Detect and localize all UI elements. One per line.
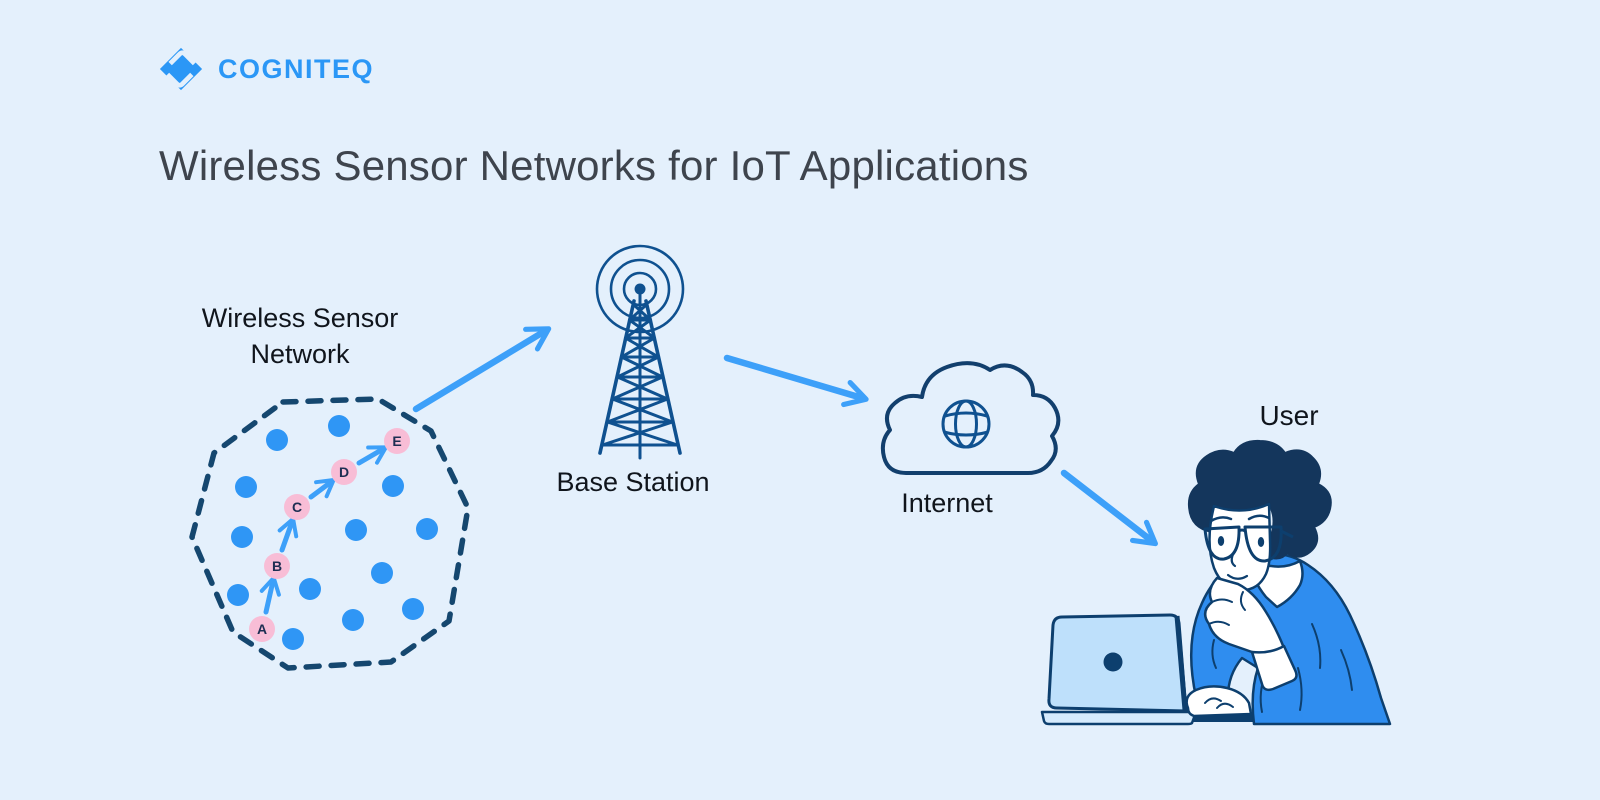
route-node-d: D [331, 459, 357, 485]
sensor-dot [416, 518, 438, 540]
arrow-internet-to-user [1060, 469, 1158, 547]
keyboard-hand-fingers [1204, 697, 1234, 709]
eyebrow-right [1247, 514, 1271, 521]
wsn-label-line1: Wireless Sensor [201, 303, 399, 333]
eyebrow-left [1209, 516, 1233, 523]
route-node-label: B [272, 558, 282, 574]
wsn-boundary [189, 396, 471, 671]
internet-label: Internet [901, 488, 993, 518]
route-arrows [259, 445, 388, 615]
sensor-dot [328, 415, 350, 437]
route-node-label: A [257, 621, 267, 637]
sensor-dot [266, 429, 288, 451]
sensor-dot [382, 475, 404, 497]
sensor-dot [299, 578, 321, 600]
route-arrow-a-b [259, 575, 281, 615]
sensor-dot [402, 598, 424, 620]
hand-on-keyboard [1185, 685, 1253, 718]
laptop-logo-dot [1103, 652, 1123, 672]
smile [1226, 573, 1249, 580]
brand-name: COGNITEQ [218, 53, 375, 84]
sensor-dot [282, 628, 304, 650]
laptop-base [1040, 710, 1198, 726]
face-features [1209, 514, 1271, 580]
radio-tower-icon [595, 244, 685, 460]
sensor-dot [345, 519, 367, 541]
person-at-laptop-illustration [1040, 439, 1392, 726]
arrow-wsn-to-base [412, 326, 552, 413]
laptop-deck [1186, 713, 1260, 722]
cloud-icon [880, 361, 1061, 475]
route-node-b: B [264, 553, 290, 579]
route-node-label: C [292, 499, 302, 515]
eye-right [1257, 537, 1265, 547]
arrow-base-to-internet [723, 354, 869, 408]
laptop-icon [1040, 613, 1198, 726]
globe-icon [941, 399, 991, 449]
route-node-label: E [392, 433, 401, 449]
flow-arrows [412, 326, 1158, 547]
route-node-e: E [384, 428, 410, 454]
laptop-lid-edge [1174, 615, 1188, 711]
brand-logo: COGNITEQ [158, 46, 374, 92]
route-arrow-d-e [356, 445, 388, 466]
sensor-nodes [227, 415, 438, 650]
diamond-link-icon [159, 47, 203, 91]
sensor-dot [371, 562, 393, 584]
route-node-a: A [249, 616, 275, 642]
user-label: User [1259, 400, 1319, 431]
route-node-label: D [339, 464, 349, 480]
route-arrow-c-d [308, 478, 336, 500]
glasses-icon [1203, 525, 1294, 563]
sensor-dot [227, 584, 249, 606]
route-nodes: A B C D E [249, 428, 410, 642]
route-arrow-b-c [277, 516, 299, 553]
eye-left [1217, 536, 1225, 546]
sensor-dot [342, 609, 364, 631]
sensor-dot [231, 526, 253, 548]
shirt-cuff [1250, 644, 1298, 692]
route-node-c: C [284, 494, 310, 520]
sensor-dot [235, 476, 257, 498]
wsn-label: Wireless Sensor Network [148, 300, 452, 372]
chin-hand-fingers [1208, 591, 1246, 626]
wsn-label-line2: Network [250, 339, 350, 369]
base-station-label: Base Station [556, 467, 710, 497]
page-title: Wireless Sensor Networks for IoT Applica… [159, 142, 1029, 189]
